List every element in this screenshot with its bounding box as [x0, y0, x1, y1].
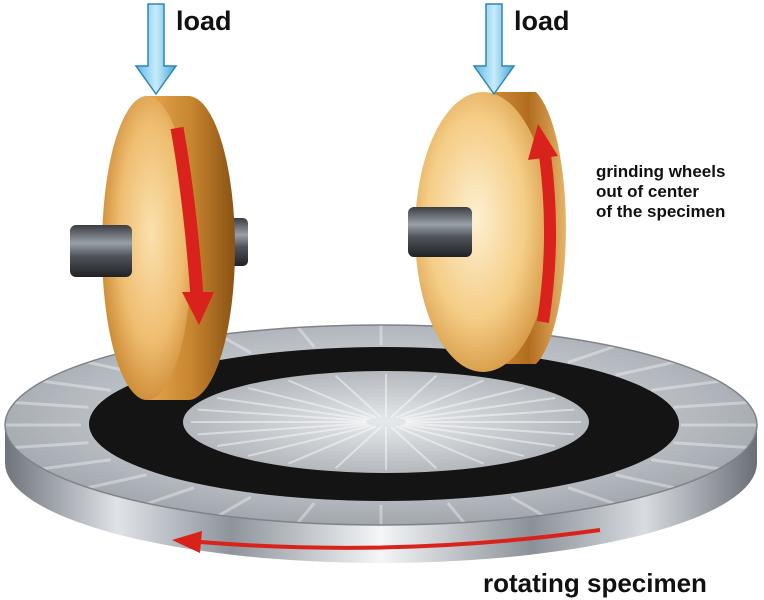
- disc-inner-area: [183, 371, 589, 473]
- inner-texture-ray: [395, 425, 484, 465]
- left-shaft-front: [70, 225, 132, 277]
- rotating-specimen-disc: [4, 324, 758, 563]
- disc-texture-ray: [615, 359, 679, 377]
- disc-texture-ray: [673, 441, 752, 450]
- inner-texture-ray: [247, 424, 373, 457]
- left-load-arrow: [134, 3, 178, 96]
- rotating-specimen-label: rotating specimen: [483, 568, 707, 598]
- inner-texture-ray: [216, 423, 369, 447]
- left-wheel-rotation-arrow-shaft: [170, 126, 204, 297]
- rotation-arrow: [172, 528, 601, 553]
- disc-texture-ray: [10, 441, 89, 450]
- inner-texture-ray: [288, 379, 377, 419]
- inner-radial-texture: [191, 374, 581, 470]
- left-grinding-wheel: [70, 96, 248, 400]
- curved-arrow-icon: [182, 292, 214, 325]
- inner-texture-ray: [399, 424, 525, 457]
- disc-texture-ray: [446, 502, 467, 525]
- inner-texture-ray: [288, 425, 377, 465]
- inner-texture-ray: [390, 426, 438, 470]
- disc-texture-ray: [143, 486, 195, 507]
- curved-arrow-icon: [528, 124, 558, 160]
- inner-texture-ray: [405, 408, 575, 422]
- right-shaft: [408, 207, 472, 257]
- disc-texture-ray: [295, 325, 316, 348]
- inner-texture-ray: [403, 423, 556, 447]
- inner-texture-ray: [399, 387, 525, 420]
- description-line-1: grinding wheels: [596, 162, 726, 181]
- inner-texture-ray: [197, 422, 367, 436]
- disc-texture-ray: [510, 495, 547, 519]
- disc-texture-ray: [651, 379, 724, 392]
- right-wheel-face: [415, 92, 551, 372]
- inner-texture-ray: [247, 387, 373, 420]
- description-line-2: out of center: [596, 182, 699, 201]
- disc-edge-highlight: [4, 324, 758, 526]
- disc-texture-ray: [38, 379, 111, 392]
- inner-texture-ray: [216, 397, 369, 421]
- grinding-wheels-description: grinding wheels out of center of the spe…: [596, 162, 725, 222]
- disc-texture-ray: [567, 486, 619, 507]
- inner-texture-ray: [395, 379, 484, 419]
- load-label-right: load: [514, 6, 570, 36]
- curved-arrow-icon: [172, 531, 202, 553]
- disc-texture-ray: [83, 473, 147, 491]
- disc-texture-ray: [567, 343, 619, 364]
- right-wheel-rotation-arrow-shaft: [537, 154, 557, 323]
- disc-texture-ray: [295, 502, 316, 525]
- disc-texture-ray: [673, 400, 752, 409]
- inner-texture-ray: [403, 397, 556, 421]
- disc-radial-texture: [5, 325, 757, 525]
- right-grinding-wheel: [408, 92, 566, 372]
- load-label-left: load: [176, 6, 232, 36]
- disc-texture-ray: [615, 473, 679, 491]
- disc-texture-ray: [215, 495, 252, 519]
- inner-texture-ray: [334, 374, 382, 418]
- disc-texture-ray: [651, 458, 724, 471]
- inner-texture-ray: [390, 374, 438, 418]
- inner-texture-ray: [334, 426, 382, 470]
- description-line-3: of the specimen: [596, 202, 726, 221]
- disc-texture-ray: [38, 458, 111, 471]
- down-arrow-icon: [134, 3, 178, 96]
- rotation-arrow-shaft: [199, 528, 601, 550]
- left-wheel-face: [102, 96, 192, 400]
- inner-texture-ray: [197, 408, 367, 422]
- down-arrow-icon: [472, 3, 516, 96]
- disc-texture-ray: [10, 400, 89, 409]
- inner-texture-ray: [405, 422, 575, 436]
- right-load-arrow: [472, 3, 516, 96]
